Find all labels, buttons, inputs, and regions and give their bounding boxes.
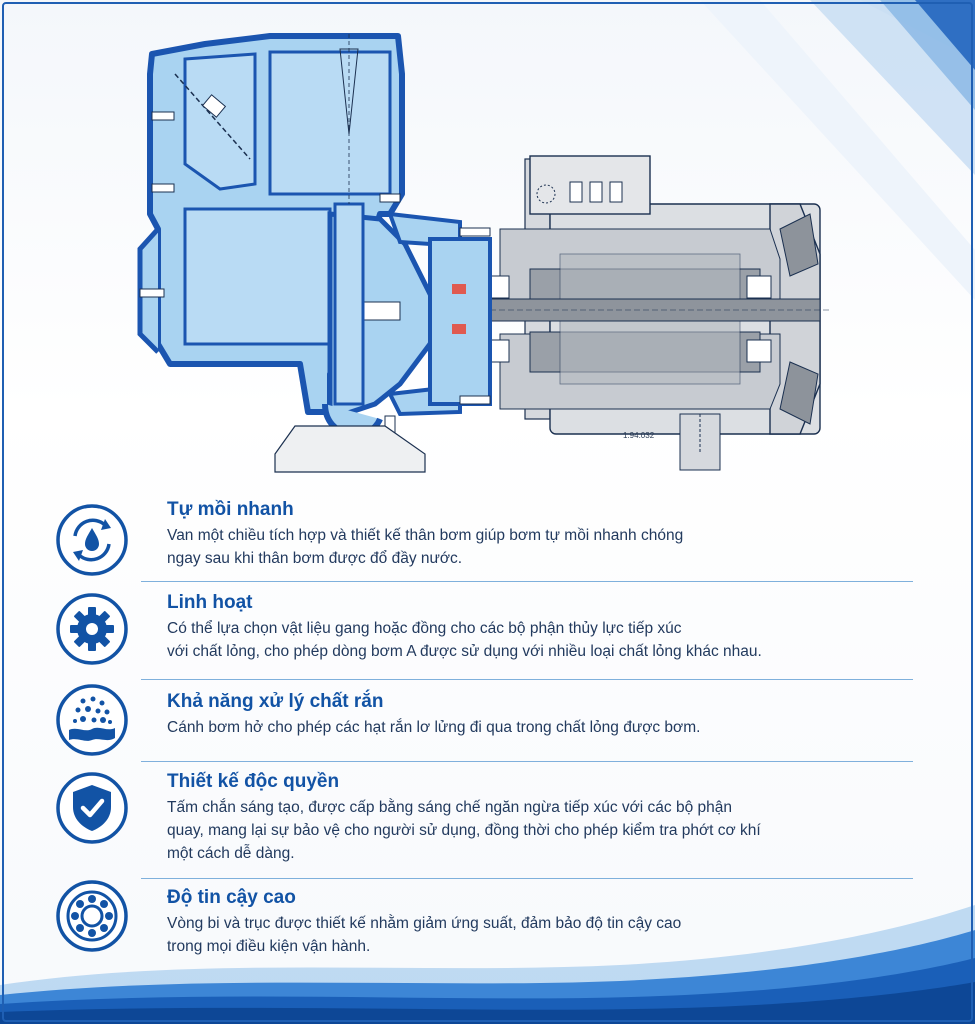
feature-description: Tấm chắn sáng tạo, được cấp bằng sáng ch… <box>167 796 847 865</box>
water-drop-cycle-icon <box>56 504 128 576</box>
divider <box>141 581 913 582</box>
feature-title: Độ tin cậy cao <box>167 887 296 908</box>
pump-base <box>274 425 426 473</box>
shield-check-icon <box>56 772 128 844</box>
feature-description: Van một chiều tích hợp và thiết kế thân … <box>167 524 847 570</box>
desc-line: Van một chiều tích hợp và thiết kế thân … <box>167 527 684 544</box>
desc-line: quay, mang lại sự bảo vệ cho người sử dụ… <box>167 822 761 839</box>
feature-description: Vòng bi và trục được thiết kế nhằm giảm … <box>167 912 847 958</box>
desc-line: Cánh bơm hở cho phép các hạt rắn lơ lửng… <box>167 719 701 736</box>
pump-cross-section-diagram: 1.94.032 <box>130 14 830 476</box>
feature-description: Có thể lựa chọn vật liệu gang hoặc đồng … <box>167 617 847 663</box>
desc-line: Có thể lựa chọn vật liệu gang hoặc đồng … <box>167 620 682 637</box>
divider <box>141 878 913 879</box>
desc-line: ngay sau khi thân bơm được đổ đầy nước. <box>167 550 463 567</box>
feature-title: Linh hoạt <box>167 592 253 613</box>
divider <box>141 679 913 680</box>
desc-line: một cách dễ dàng. <box>167 845 295 862</box>
feature-title: Khả năng xử lý chất rắn <box>167 691 384 712</box>
pump-casing <box>137 33 492 439</box>
divider <box>141 761 913 762</box>
desc-line: Tấm chắn sáng tạo, được cấp bằng sáng ch… <box>167 799 732 816</box>
solid-particles-icon <box>56 684 128 756</box>
feature-description: Cánh bơm hở cho phép các hạt rắn lơ lửng… <box>167 716 847 739</box>
pump-drawing: 1.94.032 <box>137 33 830 473</box>
desc-line: Vòng bi và trục được thiết kế nhằm giảm … <box>167 915 682 932</box>
gear-icon <box>56 593 128 665</box>
desc-line: với chất lỏng, cho phép dòng bơm A được … <box>167 643 762 660</box>
desc-line: trong mọi điều kiện vận hành. <box>167 938 371 955</box>
feature-title: Tự mồi nhanh <box>167 499 294 520</box>
feature-title: Thiết kế độc quyền <box>167 771 340 792</box>
bearing-icon <box>56 880 128 952</box>
drawing-number: 1.94.032 <box>623 431 655 440</box>
